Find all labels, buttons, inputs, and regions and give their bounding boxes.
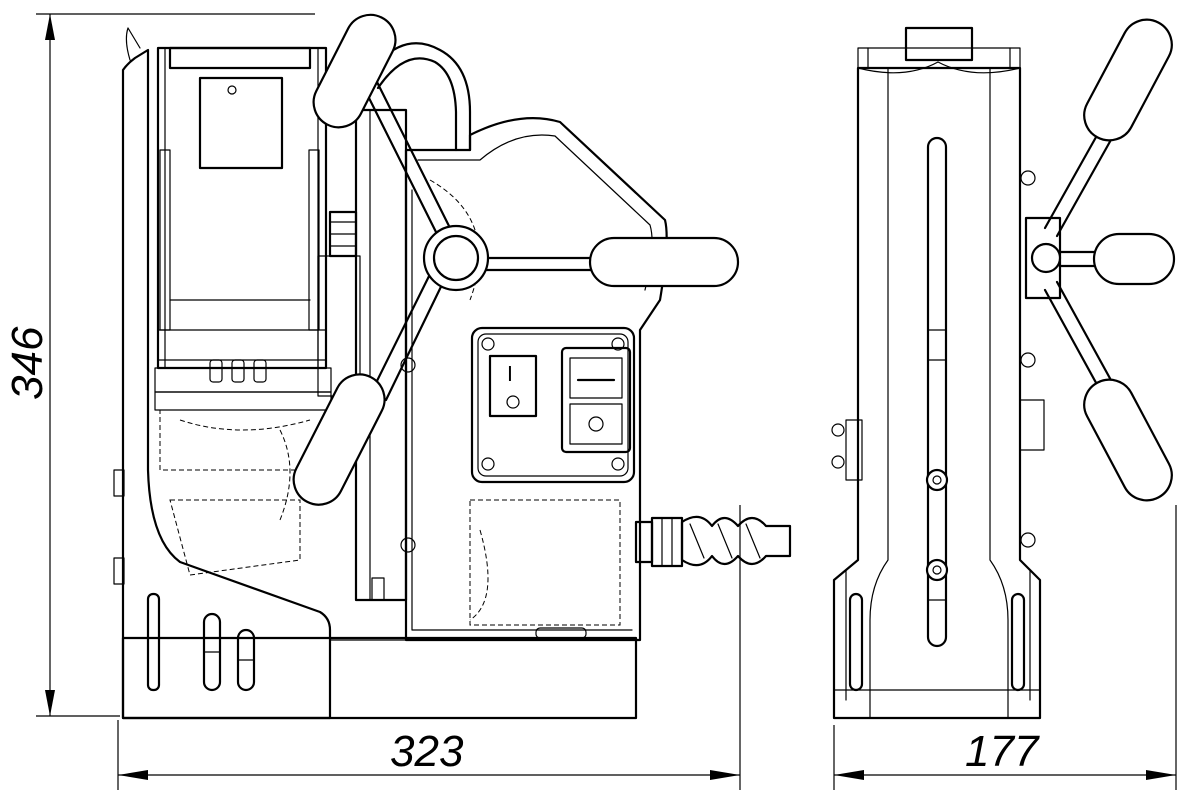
guard-bracket	[113, 27, 332, 720]
front-view	[831, 11, 1181, 720]
side-view: I	[113, 6, 792, 720]
cable-strain-relief	[634, 515, 792, 568]
on-symbol: I	[507, 362, 513, 386]
side-width-dimension: 323	[117, 505, 741, 790]
feed-handles-front[interactable]	[1024, 11, 1181, 509]
magnet-switch[interactable]	[560, 346, 632, 454]
feed-handles-side[interactable]	[285, 6, 740, 513]
side-width-dimension-label: 323	[390, 727, 464, 776]
front-body	[831, 61, 1045, 720]
drill-body	[404, 117, 668, 642]
magnet-base	[121, 627, 638, 720]
height-dimension-label: 346	[3, 326, 52, 400]
switch-panel: I	[470, 326, 636, 484]
rocker-switch[interactable]: I	[488, 354, 538, 418]
height-dimension: 346	[3, 13, 315, 717]
front-width-dimension: 177	[833, 505, 1177, 790]
front-width-dimension-label: 177	[965, 727, 1040, 776]
